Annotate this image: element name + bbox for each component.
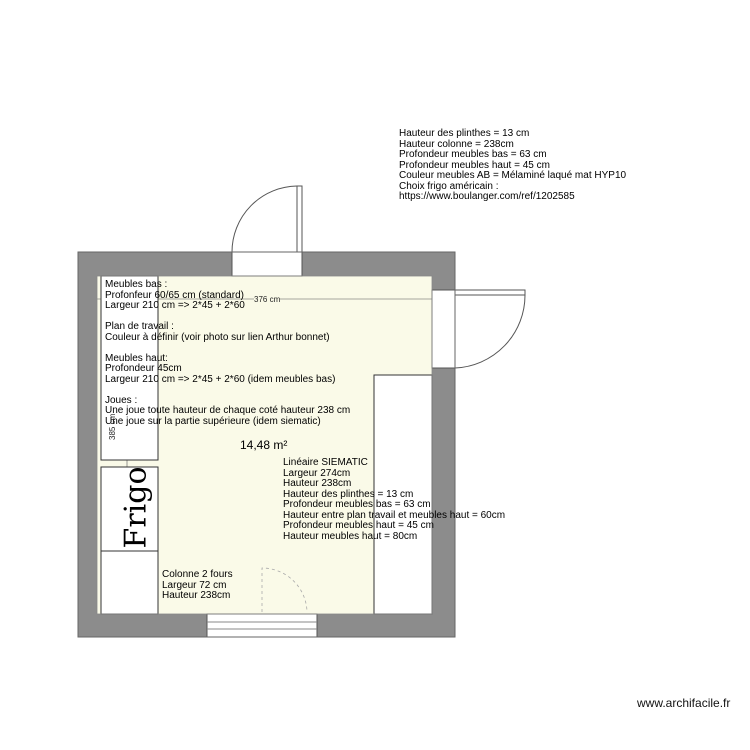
oven-column [100,550,159,615]
top-door [231,185,303,253]
fridge-label: Frigo [118,466,154,549]
top-door-opening [231,251,303,277]
room-area: 14,48 m² [240,438,288,452]
siematic-linear-cabinet [373,374,433,615]
watermark: www.archifacile.fr [637,696,731,710]
notes-colonne-fours: Colonne 2 fours Largeur 72 cm Hauteur 23… [162,569,233,601]
right-door [454,289,526,369]
notes-lineaire-siematic: Linéaire SIEMATIC Largeur 274cm Hauteur … [283,457,506,542]
notes-top-right: Hauteur des plinthes = 13 cm Hauteur col… [399,128,627,202]
width-dimension-label: 376 cm [254,295,281,304]
notes-left-block: Meubles bas : Profonfeur 60/65 cm (stand… [105,279,351,427]
left-upper-cabinet [100,275,159,461]
fridge-box [100,466,159,552]
height-dimension-label: 385 cm [108,413,117,440]
right-door-opening [431,289,456,369]
bottom-window [206,613,318,638]
bottom-dashed-arc [261,567,308,613]
